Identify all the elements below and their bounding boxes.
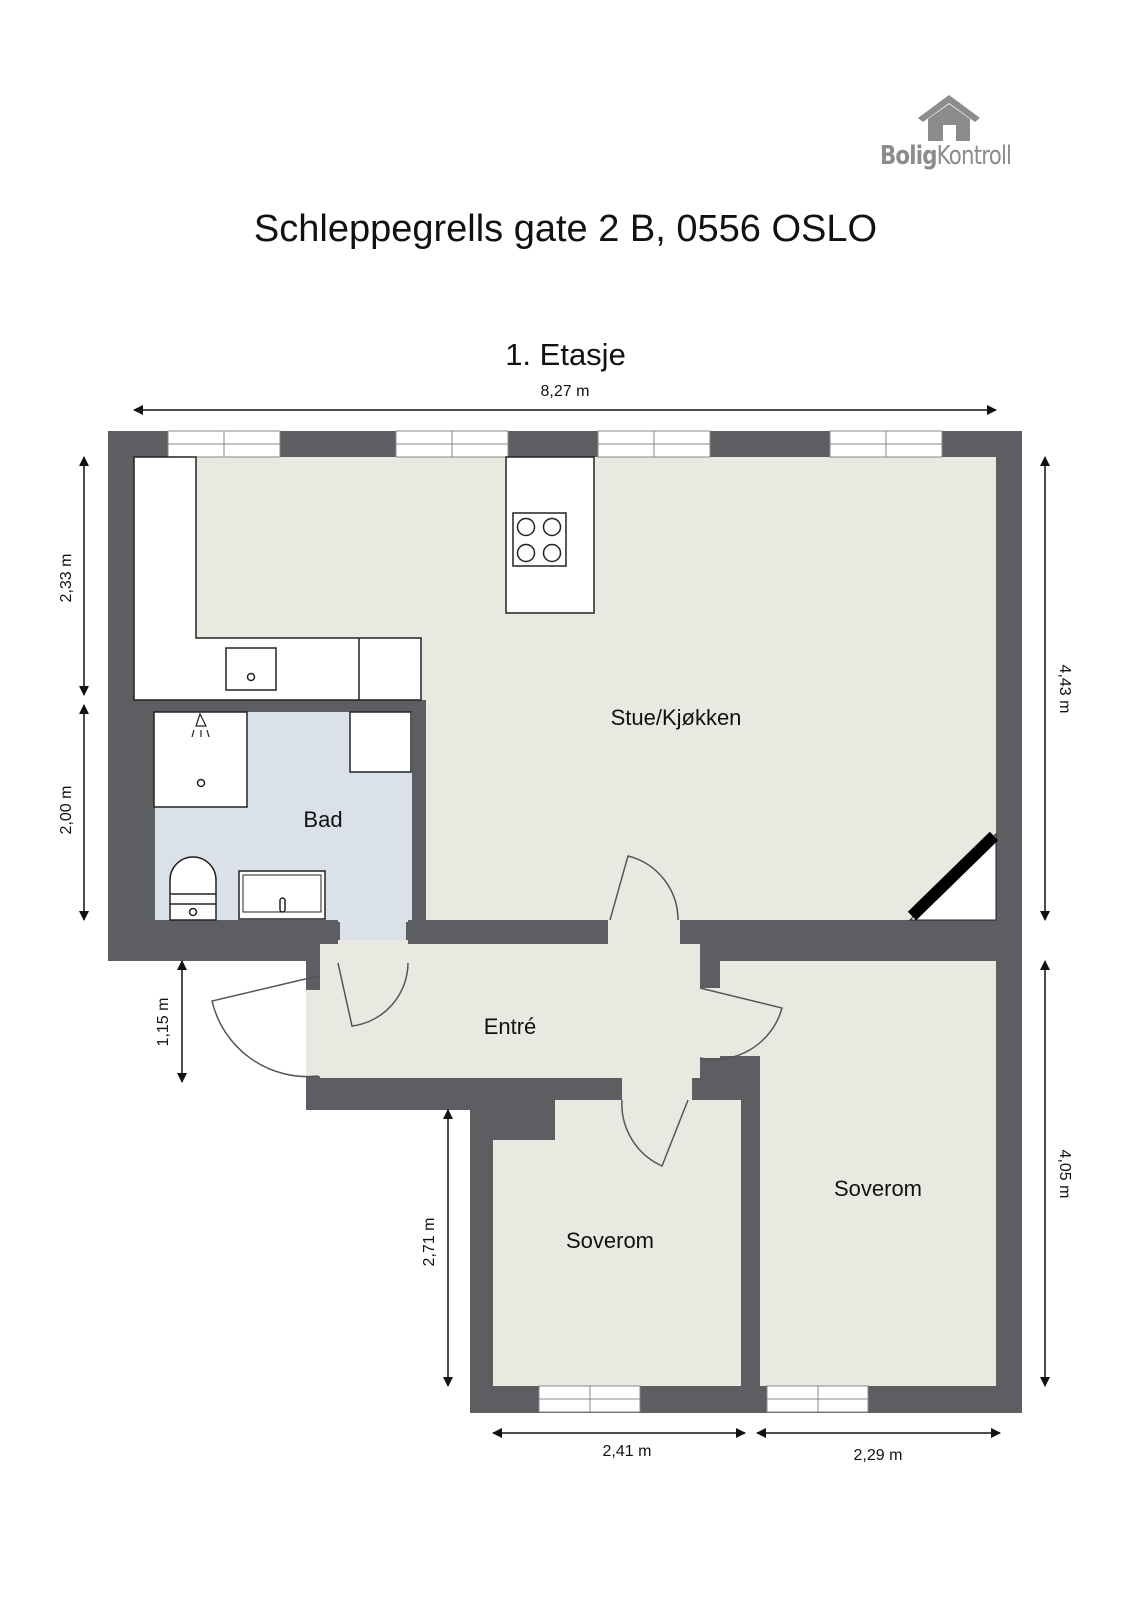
room-label-bedroom-left: Soverom — [566, 1228, 654, 1253]
sink — [238, 870, 326, 920]
dim-bedroom-left-width: 2,41 m — [603, 1443, 652, 1460]
room-label-living-kitchen: Stue/Kjøkken — [611, 705, 742, 730]
page-title: Schleppegrells gate 2 B, 0556 OSLO — [253, 208, 878, 250]
dim-right-lower: 4,05 m — [1056, 1150, 1073, 1199]
doors — [211, 855, 783, 1168]
dim-bedroom-left-height: 2,71 m — [421, 1218, 438, 1267]
brand-logo: BoligKontroll — [880, 95, 1040, 185]
room-label-bathroom: Bad — [303, 807, 342, 832]
windows — [167, 430, 943, 1413]
kitchen-island — [505, 456, 595, 614]
washer-cabinet — [349, 711, 412, 773]
brand-wordmark: BoligKontroll — [880, 141, 1012, 171]
dim-bedroom-right-width: 2,29 m — [854, 1447, 903, 1464]
dim-entrance-height: 1,15 m — [155, 998, 172, 1047]
floor-title: 1. Etasje — [505, 337, 626, 372]
room-label-bedroom-right: Soverom — [834, 1176, 922, 1201]
entrance-floor — [320, 944, 700, 1078]
room-label-entrance: Entré — [484, 1014, 537, 1039]
dim-right-upper: 4,43 m — [1056, 665, 1073, 714]
dim-left-upper: 2,33 m — [58, 554, 75, 603]
bedroom-left-floor — [493, 1140, 741, 1386]
dimension-lines — [79, 405, 1050, 1438]
shower — [153, 711, 248, 808]
dim-total-width: 8,27 m — [541, 383, 590, 400]
house-icon — [918, 95, 980, 141]
bedroom-right-floor — [720, 961, 996, 1054]
dim-left-lower: 2,00 m — [58, 786, 75, 835]
kitchen-counter — [133, 456, 422, 701]
toilet — [169, 856, 217, 921]
